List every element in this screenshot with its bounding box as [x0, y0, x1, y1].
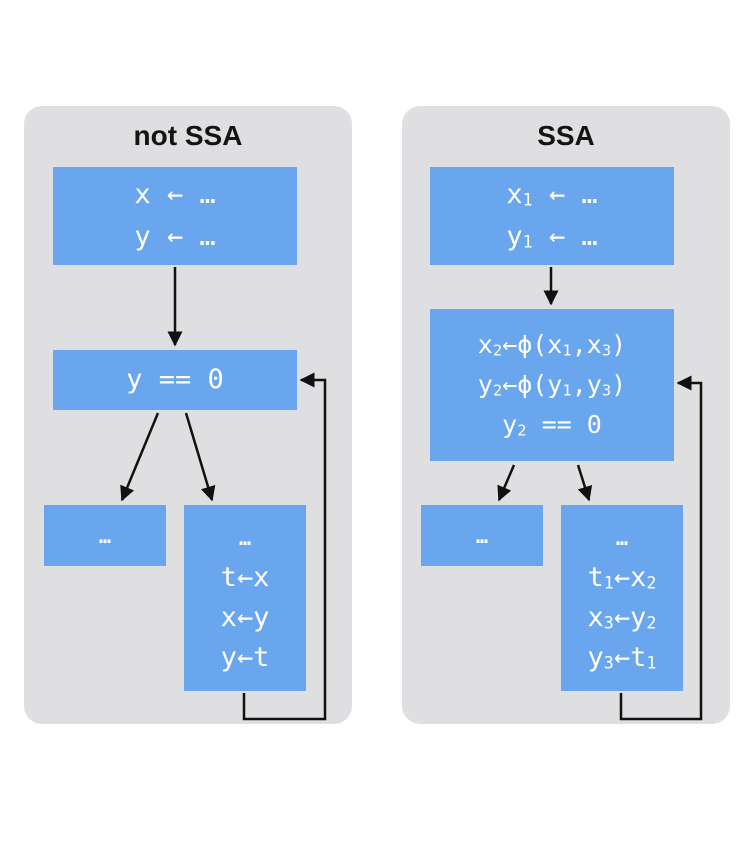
right-entry-line-y: y1 ← …	[506, 221, 598, 252]
right-loop-block: … t1←x2 x3←y2 y3←t1	[561, 505, 683, 691]
left-condition-text: y == 0	[126, 364, 224, 395]
ssa-title: SSA	[537, 120, 595, 151]
right-entry-line-x: x1 ← …	[506, 179, 598, 210]
right-loop-back-arrow	[619, 375, 703, 721]
left-else-text: …	[98, 523, 112, 548]
right-phi-line-condition: y2 == 0	[502, 410, 602, 440]
right-phi-block: x2←ϕ(x1,x3) y2←ϕ(y1,y3) y2 == 0	[430, 309, 674, 461]
right-loop-line-2: x3←y2	[587, 602, 657, 633]
right-else-block: …	[421, 505, 543, 566]
right-phi-line-x: x2←ϕ(x1,x3)	[477, 330, 627, 360]
left-entry-block: x ← … y ← …	[53, 167, 297, 265]
right-phi-to-loop-arrow	[576, 464, 593, 502]
left-else-block: …	[44, 505, 166, 566]
left-entry-line-x: x ← …	[134, 179, 216, 210]
left-condition-to-loop-arrow	[184, 412, 216, 502]
left-loop-block: … t←x x←y y←t	[184, 505, 306, 691]
left-loop-line-ellipsis: …	[238, 526, 252, 550]
right-phi-line-y: y2←ϕ(y1,y3)	[477, 370, 627, 400]
left-condition-block: y == 0	[53, 350, 297, 410]
left-loop-line-1: t←x	[220, 562, 270, 593]
right-else-text: …	[475, 523, 489, 548]
left-condition-to-else-arrow	[120, 412, 160, 502]
left-loop-back-arrow	[242, 372, 327, 721]
right-entry-block: x1 ← … y1 ← …	[430, 167, 674, 265]
right-loop-line-ellipsis: …	[615, 526, 629, 550]
left-loop-line-3: y←t	[220, 642, 270, 673]
right-loop-line-1: t1←x2	[587, 562, 657, 593]
left-loop-line-2: x←y	[220, 602, 270, 633]
right-loop-line-3: y3←t1	[587, 642, 657, 673]
right-phi-to-else-arrow	[497, 464, 516, 502]
left-entry-line-y: y ← …	[134, 221, 216, 252]
not-ssa-title: not SSA	[133, 120, 243, 151]
